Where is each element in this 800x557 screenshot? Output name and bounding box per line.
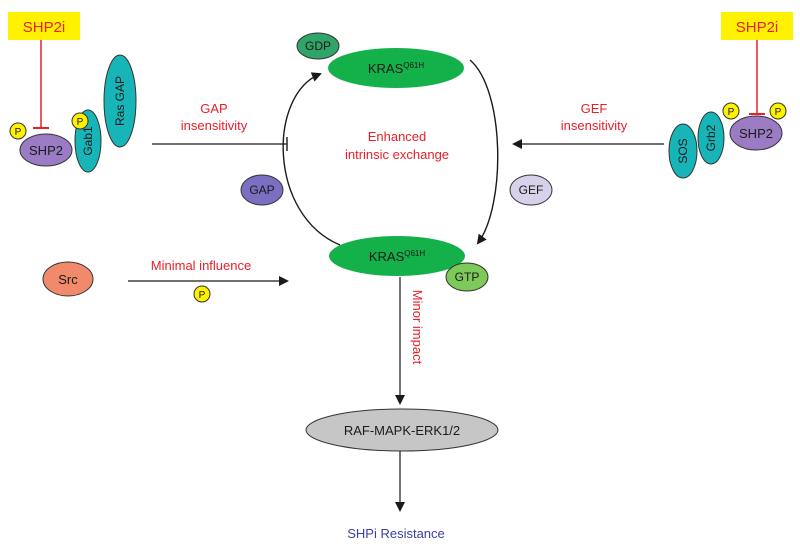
- ras-gap-label: Ras GAP: [113, 76, 127, 126]
- src-label: Src: [58, 272, 78, 287]
- phospho-gab1: [71, 112, 89, 130]
- gap-protein: [240, 174, 284, 206]
- minor-impact-label: Minor impact: [410, 290, 425, 365]
- gtp-nucleotide: [445, 262, 489, 292]
- grb2-label: Grb2: [704, 124, 718, 151]
- sos-protein: [668, 123, 698, 179]
- kras-top: [328, 48, 464, 88]
- gef-protein-label: GEF: [519, 183, 544, 197]
- sos-label: SOS: [676, 138, 690, 163]
- enhanced-exchange-line2: intrinsic exchange: [345, 147, 449, 162]
- shp2i-right-label: SHP2i: [736, 19, 779, 36]
- phospho-src-label: P: [199, 290, 206, 301]
- kras-bottom-mutation: Q61H: [404, 249, 425, 258]
- gdp-label: GDP: [305, 39, 331, 53]
- gap-insensitivity-line2: insensitivity: [181, 118, 248, 133]
- shp2i-left-box: [8, 12, 80, 40]
- src-protein: [42, 261, 94, 297]
- gef-insensitivity-line2: insensitivity: [561, 118, 628, 133]
- phospho-grb2-label: P: [728, 107, 735, 118]
- kras-top-label: KRASQ61H: [368, 61, 425, 76]
- gap-hydrolysis-arrow: [282, 72, 341, 246]
- phospho-shp2-right-label: P: [775, 107, 782, 118]
- phospho-shp2-left-label: P: [15, 127, 22, 138]
- shp2-right-protein: [729, 115, 783, 151]
- phospho-shp2-left: [9, 122, 27, 140]
- gap-protein-label: GAP: [249, 183, 274, 197]
- shp2i-left-label: SHP2i: [23, 19, 66, 36]
- gef-exchange-arrow: [469, 59, 499, 245]
- grb2-protein: [697, 111, 725, 165]
- gab1-label: Gab1: [81, 126, 95, 156]
- gtp-label: GTP: [455, 270, 480, 284]
- phospho-src: [193, 285, 211, 303]
- shp2i-right-box: [721, 12, 793, 40]
- shp2-left-label: SHP2: [29, 143, 63, 158]
- gef-protein: [509, 174, 553, 206]
- kras-top-mutation: Q61H: [403, 61, 424, 70]
- raf-mapk-erk-node: [305, 408, 499, 452]
- phospho-shp2-right: [769, 102, 787, 120]
- ras-gap-protein: [103, 54, 137, 148]
- phospho-grb2: [722, 102, 740, 120]
- gef-insensitivity-line1: GEF: [581, 101, 608, 116]
- gap-insensitivity-line1: GAP: [200, 101, 227, 116]
- shpi-resistance-label: SHPi Resistance: [347, 526, 445, 541]
- kras-bottom-label: KRASQ61H: [369, 249, 426, 264]
- minimal-influence-label: Minimal influence: [151, 258, 251, 273]
- raf-mapk-erk-label: RAF-MAPK-ERK1/2: [344, 423, 460, 438]
- kras-bottom: [329, 236, 465, 276]
- shp2-left-protein: [19, 133, 73, 167]
- shp2-right-label: SHP2: [739, 126, 773, 141]
- phospho-gab1-label: P: [77, 117, 84, 128]
- enhanced-exchange-line1: Enhanced: [368, 129, 427, 144]
- gdp-nucleotide: [296, 32, 340, 60]
